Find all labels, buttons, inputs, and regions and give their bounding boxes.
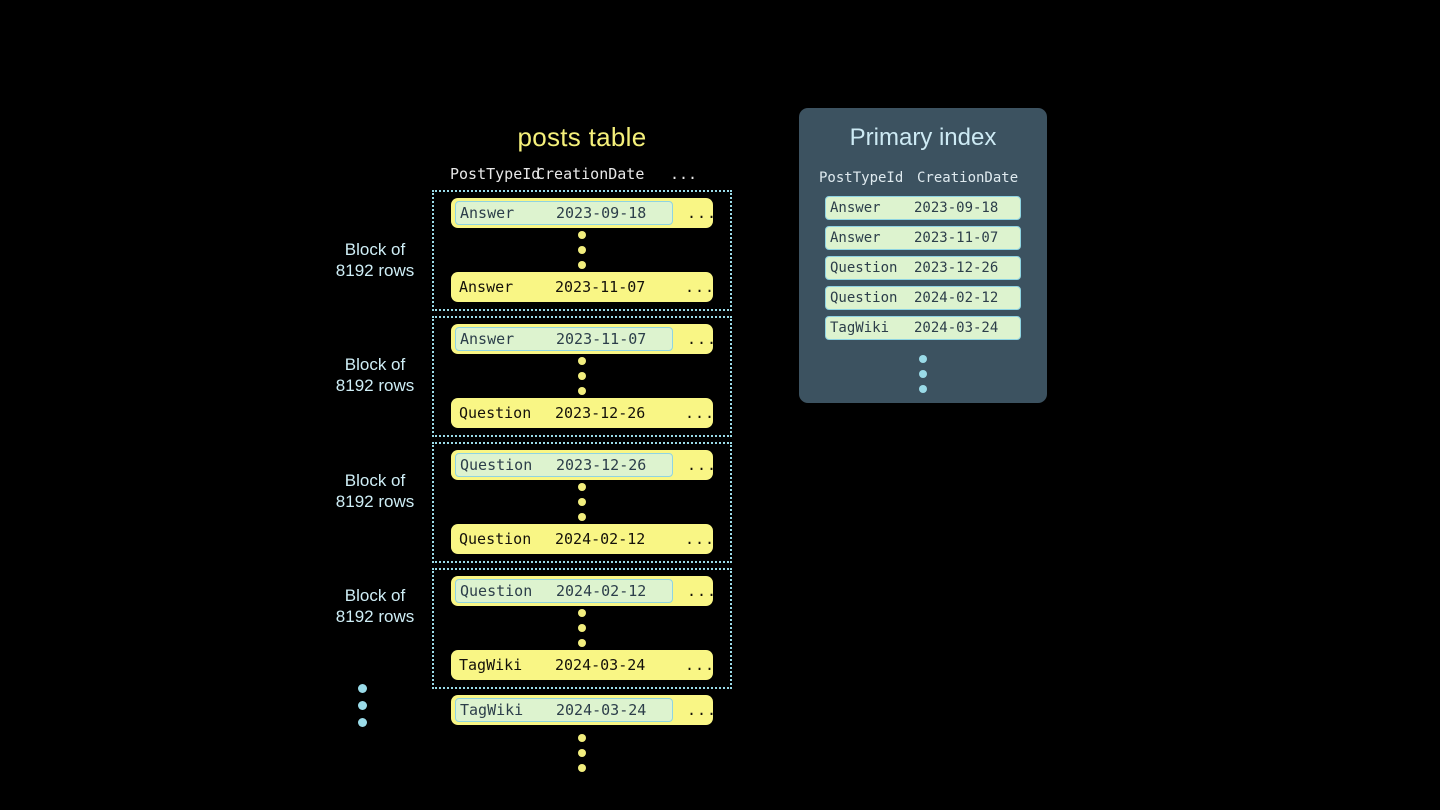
row-cells: Answer 2023-11-07 [455, 275, 671, 299]
index-cell-creationdate: 2023-12-26 [914, 260, 999, 276]
index-cell-posttypeid: TagWiki [830, 320, 890, 336]
table-row: Answer 2023-11-07 ... [451, 272, 716, 302]
cell-posttypeid: TagWiki [460, 701, 524, 719]
index-cell-posttypeid: Question [830, 290, 898, 306]
cell-ellipsis: ... [685, 278, 716, 296]
row-ellipsis-vertical [434, 606, 730, 650]
row-ellipsis-vertical [434, 480, 730, 524]
primary-index-panel: Primary index PostTypeId CreationDate An… [799, 108, 1047, 403]
table-block: Answer 2023-09-18 ... Answer 2023-11-07 … [432, 190, 732, 311]
column-header-posttypeid: PostTypeId [450, 165, 541, 183]
cell-creationdate: 2023-09-18 [556, 204, 647, 222]
table-row: Question 2023-12-26 ... [451, 398, 716, 428]
row-ellipsis-vertical [434, 354, 730, 398]
index-row: Question 2024-02-12 [825, 286, 1021, 310]
index-ellipsis-vertical [919, 352, 927, 396]
index-cell-creationdate: 2024-03-24 [914, 320, 999, 336]
block-label-3: Block of 8192 rows [335, 471, 415, 511]
cell-posttypeid: Answer [460, 204, 515, 222]
cell-ellipsis: ... [687, 582, 718, 600]
table-row: Question 2024-02-12 ... [451, 524, 716, 554]
row-cells: Question 2023-12-26 [455, 453, 673, 477]
cell-posttypeid: Answer [460, 330, 515, 348]
cell-posttypeid: Question [460, 582, 533, 600]
cell-posttypeid: Question [459, 530, 532, 548]
cell-ellipsis: ... [685, 530, 716, 548]
column-header-ellipsis: ... [670, 165, 698, 183]
index-row: Question 2023-12-26 [825, 256, 1021, 280]
cell-ellipsis: ... [687, 204, 718, 222]
row-cells: Question 2024-02-12 [455, 527, 671, 551]
index-row: TagWiki 2024-03-24 [825, 316, 1021, 340]
cell-creationdate: 2023-11-07 [556, 330, 647, 348]
row-cells: TagWiki 2024-03-24 [455, 698, 673, 722]
cell-creationdate: 2024-03-24 [556, 701, 647, 719]
index-cell-creationdate: 2023-09-18 [914, 200, 999, 216]
cell-posttypeid: TagWiki [459, 656, 523, 674]
index-cell-posttypeid: Question [830, 260, 898, 276]
table-row: Question 2024-02-12 ... [451, 576, 716, 606]
row-cells: Question 2023-12-26 [455, 401, 671, 425]
cell-creationdate: 2024-02-12 [556, 582, 647, 600]
cell-ellipsis: ... [685, 656, 716, 674]
index-cell-creationdate: 2023-11-07 [914, 230, 999, 246]
primary-index-rows: Answer 2023-09-18 Answer 2023-11-07 Ques… [799, 196, 1047, 396]
row-cells: Answer 2023-11-07 [455, 327, 673, 351]
cell-posttypeid: Question [460, 456, 533, 474]
table-block: Question 2023-12-26 ... Question 2024-02… [432, 442, 732, 563]
cell-ellipsis: ... [685, 404, 716, 422]
cell-creationdate: 2023-12-26 [556, 456, 647, 474]
cell-creationdate: 2024-03-24 [555, 656, 646, 674]
block-label-4: Block of 8192 rows [335, 586, 415, 626]
row-ellipsis-vertical [434, 228, 730, 272]
primary-index-title: Primary index [849, 124, 997, 151]
row-cells: Question 2024-02-12 [455, 579, 673, 603]
index-cell-posttypeid: Answer [830, 200, 881, 216]
cell-creationdate: 2023-12-26 [555, 404, 646, 422]
index-column-header-creationdate: CreationDate [917, 170, 1019, 186]
index-cell-creationdate: 2024-02-12 [914, 290, 999, 306]
index-row: Answer 2023-11-07 [825, 226, 1021, 250]
table-row-tail: TagWiki 2024-03-24 ... [451, 695, 716, 725]
table-row: Answer 2023-11-07 ... [451, 324, 716, 354]
table-row: Question 2023-12-26 ... [451, 450, 716, 480]
cell-creationdate: 2024-02-12 [555, 530, 646, 548]
cell-ellipsis: ... [687, 701, 718, 719]
block-label-1: Block of 8192 rows [335, 240, 415, 280]
column-header-creationdate: CreationDate [536, 165, 645, 183]
row-cells: TagWiki 2024-03-24 [455, 653, 671, 677]
table-block: Answer 2023-11-07 ... Question 2023-12-2… [432, 316, 732, 437]
posts-table-column-headers: PostTypeId CreationDate ... [432, 165, 732, 183]
block-label-2: Block of 8192 rows [335, 355, 415, 395]
table-ellipsis-vertical [432, 725, 732, 781]
cell-creationdate: 2023-11-07 [555, 278, 646, 296]
index-column-header-posttypeid: PostTypeId [819, 170, 904, 186]
row-cells: Answer 2023-09-18 [455, 201, 673, 225]
index-cell-posttypeid: Answer [830, 230, 881, 246]
posts-table-title: posts table [517, 122, 647, 152]
index-row: Answer 2023-09-18 [825, 196, 1021, 220]
cell-posttypeid: Answer [459, 278, 514, 296]
table-row: Answer 2023-09-18 ... [451, 198, 716, 228]
table-block: Question 2024-02-12 ... TagWiki 2024-03-… [432, 568, 732, 689]
primary-index-column-headers: PostTypeId CreationDate [799, 170, 1047, 186]
cell-posttypeid: Question [459, 404, 532, 422]
blocks-ellipsis-vertical [358, 684, 367, 727]
cell-ellipsis: ... [687, 330, 718, 348]
table-row: TagWiki 2024-03-24 ... [451, 650, 716, 680]
cell-ellipsis: ... [687, 456, 718, 474]
posts-table-blocks: Answer 2023-09-18 ... Answer 2023-11-07 … [432, 190, 732, 781]
